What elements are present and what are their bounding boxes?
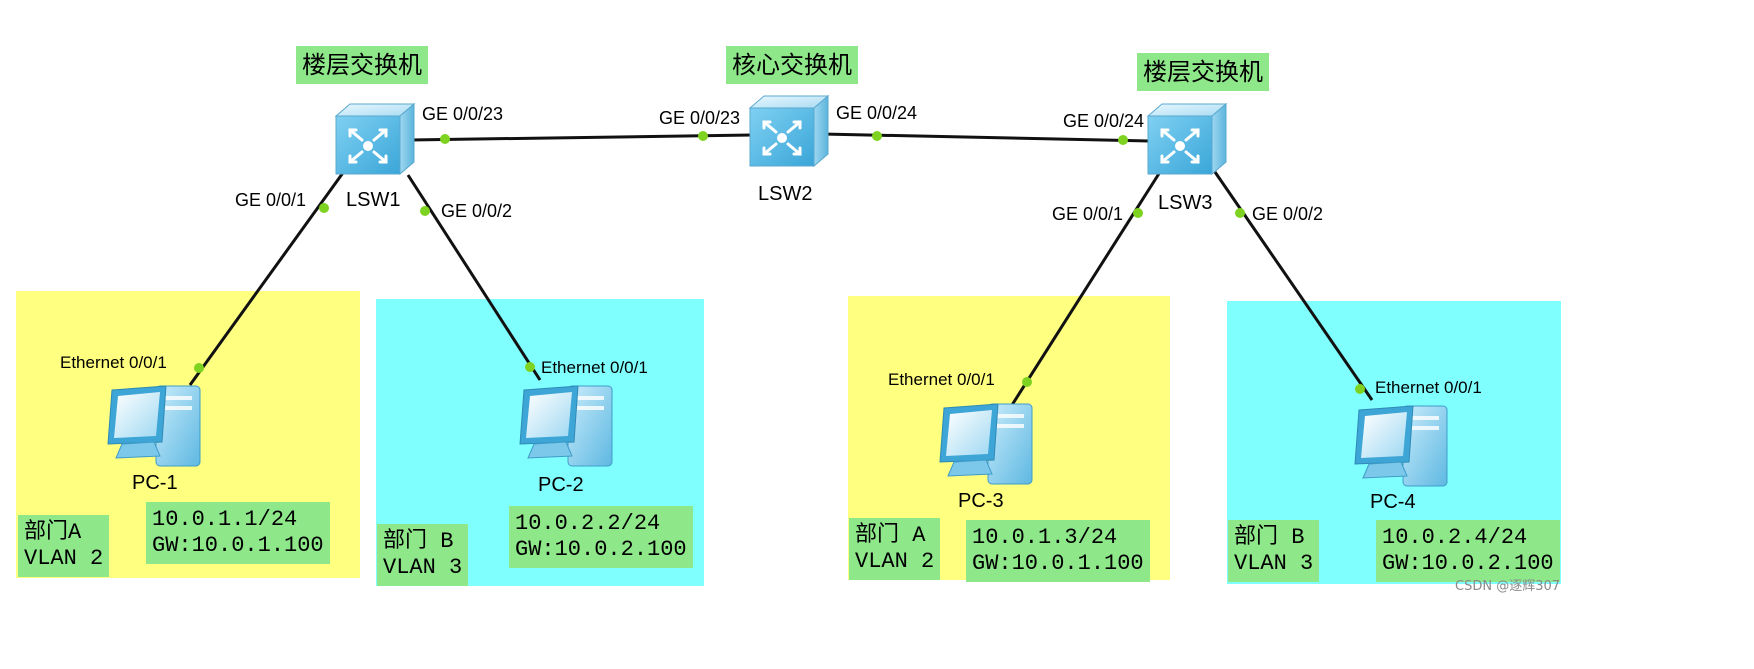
pc4-icon [1354,405,1448,487]
port-dot-pc4-eth [1355,384,1365,394]
port-label-lsw2-ge23: GE 0/0/23 [659,108,741,128]
port-dot-lsw1-ge23 [440,134,450,144]
ip-pc2: 10.0.2.2/24 [515,511,661,536]
vlan-pc1: VLAN 2 [24,546,104,571]
port-dot-lsw3-ge24 [1118,135,1128,145]
ip-pc1: 10.0.1.1/24 [152,507,298,532]
title-floor-switch-right: 楼层交换机 [1137,53,1269,91]
title-floor-switch-left: 楼层交换机 [296,46,428,84]
link-lsw1-pc1 [188,169,347,386]
vlan-pc3: VLAN 2 [855,549,935,574]
link-lsw1-pc2 [406,174,542,381]
switch-lsw3-icon [1146,102,1228,176]
port-label-lsw2-ge24: GE 0/0/24 [836,103,918,123]
pc2-icon [519,385,613,467]
port-dot-lsw3-ge2 [1235,208,1245,218]
port-label-lsw3-ge2: GE 0/0/2 [1252,204,1324,224]
dept-name-pc2: 部门 B [383,529,454,554]
pc-name-pc1: PC-1 [132,472,178,494]
port-label-pc3-eth: Ethernet 0/0/1 [888,370,995,389]
port-label-pc4-eth: Ethernet 0/0/1 [1375,378,1482,397]
gw-pc2: GW:10.0.2.100 [515,537,687,562]
pc-name-pc2: PC-2 [538,474,584,496]
port-dot-pc2-eth [525,362,535,372]
port-dot-lsw2-ge24 [872,131,882,141]
link-lsw1-lsw2 [409,133,753,142]
dept-name-pc4: 部门 B [1234,525,1305,550]
switch-name-lsw3: LSW3 [1158,192,1213,214]
port-label-lsw1-ge1: GE 0/0/1 [235,190,307,210]
port-label-lsw1-ge2: GE 0/0/2 [441,201,513,221]
gw-pc1: GW:10.0.1.100 [152,533,324,558]
port-dot-lsw1-ge1 [319,203,329,213]
switch-name-lsw1: LSW1 [346,189,401,211]
dept-name-pc3: 部门 A [855,523,926,548]
vlan-pc2: VLAN 3 [383,555,463,580]
watermark: CSDN @逐辉307 [1455,579,1561,594]
vlan-pc4: VLAN 3 [1234,551,1314,576]
gw-pc4: GW:10.0.2.100 [1382,551,1554,576]
switch-lsw2-icon [748,94,830,168]
pc1-icon [107,385,201,467]
ip-pc4: 10.0.2.4/24 [1382,525,1528,550]
link-lsw2-lsw3 [821,132,1151,143]
port-label-pc2-eth: Ethernet 0/0/1 [541,358,648,377]
port-dot-lsw2-ge23 [698,131,708,141]
title-core-switch: 核心交换机 [726,46,858,84]
port-dot-pc3-eth [1022,377,1032,387]
port-label-lsw3-ge24: GE 0/0/24 [1063,111,1145,131]
port-dot-lsw1-ge2 [420,206,430,216]
switch-lsw1-icon [334,102,416,176]
port-dot-pc1-eth [194,363,204,373]
gw-pc3: GW:10.0.1.100 [972,551,1144,576]
switch-name-lsw2: LSW2 [758,183,813,205]
port-label-pc1-eth: Ethernet 0/0/1 [60,353,167,372]
port-label-lsw3-ge1: GE 0/0/1 [1052,204,1124,224]
pc3-icon [939,403,1033,485]
pc-name-pc3: PC-3 [958,490,1004,512]
dept-name-pc1: 部门A [24,520,82,545]
pc-name-pc4: PC-4 [1370,491,1416,513]
port-dot-lsw3-ge1 [1133,208,1143,218]
ip-pc3: 10.0.1.3/24 [972,525,1118,550]
port-label-lsw1-ge23: GE 0/0/23 [422,104,504,124]
